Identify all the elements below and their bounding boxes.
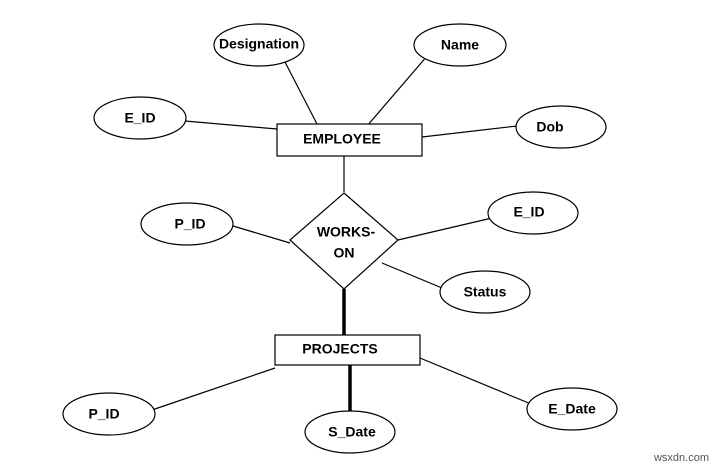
attr-employee-eid (93, 96, 187, 140)
employee-entity: EMPLOYEE (276, 123, 423, 157)
attr-status-label: Status (464, 284, 507, 300)
attr-designation (213, 23, 305, 67)
watermark: wsxdn.com (653, 452, 709, 464)
attr-edate-label: E_Date (548, 401, 596, 417)
attr-name-label: Name (441, 37, 479, 53)
connector-name-employee (366, 54, 429, 127)
attr-sdate-label: S_Date (328, 424, 376, 440)
attr-dob (515, 105, 607, 149)
works-on-label-line1: WORKS- (317, 224, 376, 240)
connector-projects-pid (151, 367, 276, 411)
connector-eid-workson (397, 217, 493, 241)
connector-status-workson (381, 262, 443, 289)
attr-workson-pid-label: P_ID (174, 216, 205, 232)
projects-label: PROJECTS (302, 341, 377, 357)
attr-workson-eid-label: E_ID (513, 204, 544, 220)
attr-status (439, 270, 531, 314)
attr-projects-pid (62, 392, 156, 436)
attr-designation-label: Designation (219, 36, 299, 52)
connector-pid-workson (232, 225, 291, 244)
employee-label: EMPLOYEE (303, 131, 381, 147)
works-on-relationship: WORKS- ON (289, 192, 399, 290)
connector-dob-employee (421, 125, 518, 138)
attr-edate (526, 387, 618, 431)
attr-employee-eid-label: E_ID (124, 110, 155, 126)
attr-sdate (304, 410, 396, 454)
attr-dob-label: Dob (536, 119, 563, 135)
attr-workson-eid (487, 191, 579, 235)
attr-projects-pid-label: P_ID (88, 406, 119, 422)
projects-entity: PROJECTS (274, 334, 421, 366)
connector-designation-employee (284, 61, 319, 127)
connector-eid-employee (184, 120, 278, 130)
attr-name (413, 23, 507, 67)
attr-workson-pid (140, 202, 234, 246)
works-on-label-line2: ON (334, 245, 355, 261)
connector-projects-edate (419, 357, 532, 405)
